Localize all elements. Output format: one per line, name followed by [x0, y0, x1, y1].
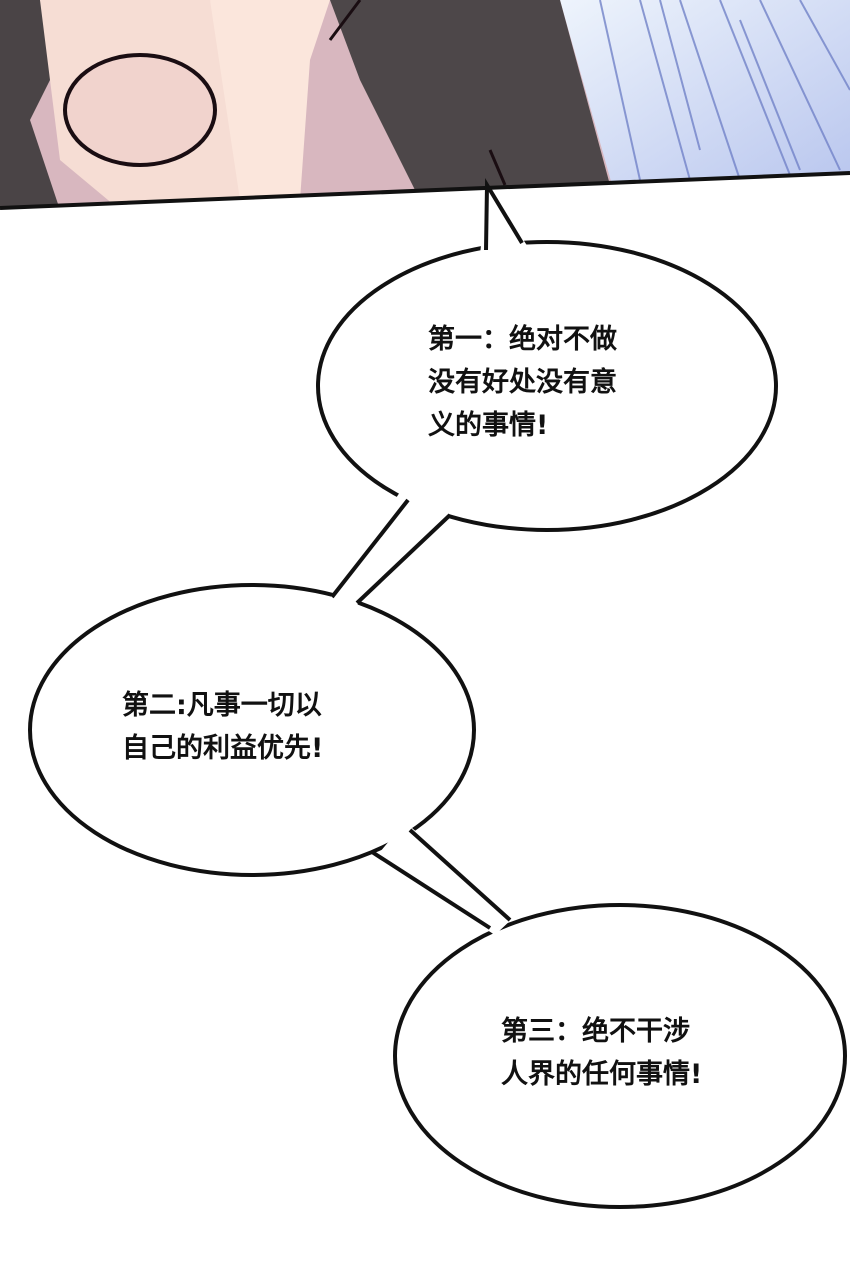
bubble-3-text: 第三：绝不干涉 人界的任何事情! — [501, 1010, 702, 1096]
bubble-3-line: 人界的任何事情! — [501, 1059, 703, 1090]
speed-lines — [599, 0, 850, 181]
panel-border — [0, 171, 850, 210]
bubble-1-line: 没有好处没有意 — [428, 367, 617, 398]
speed-lines-background — [560, 0, 850, 185]
speech-bubbles — [28, 240, 847, 1209]
top-panel-art — [0, 0, 850, 208]
bubble-3-line: 第三：绝不干涉 — [501, 1016, 690, 1047]
bubble-1-line: 义的事情! — [428, 410, 549, 441]
speech-bubble-3 — [393, 903, 847, 1209]
bubble-1-text: 第一：绝对不做 没有好处没有意 义的事情! — [428, 318, 617, 447]
speech-bubble-1 — [316, 240, 778, 532]
bubble-2-line: 自己的利益优先! — [122, 733, 324, 764]
speech-bubble-2 — [28, 583, 476, 877]
bubble-2-text: 第二:凡事一切以 自己的利益优先! — [122, 684, 323, 770]
bubble-tails — [330, 177, 530, 935]
bubble-1-line: 第一：绝对不做 — [428, 324, 617, 355]
bubble-2-line: 第二:凡事一切以 — [122, 690, 322, 721]
